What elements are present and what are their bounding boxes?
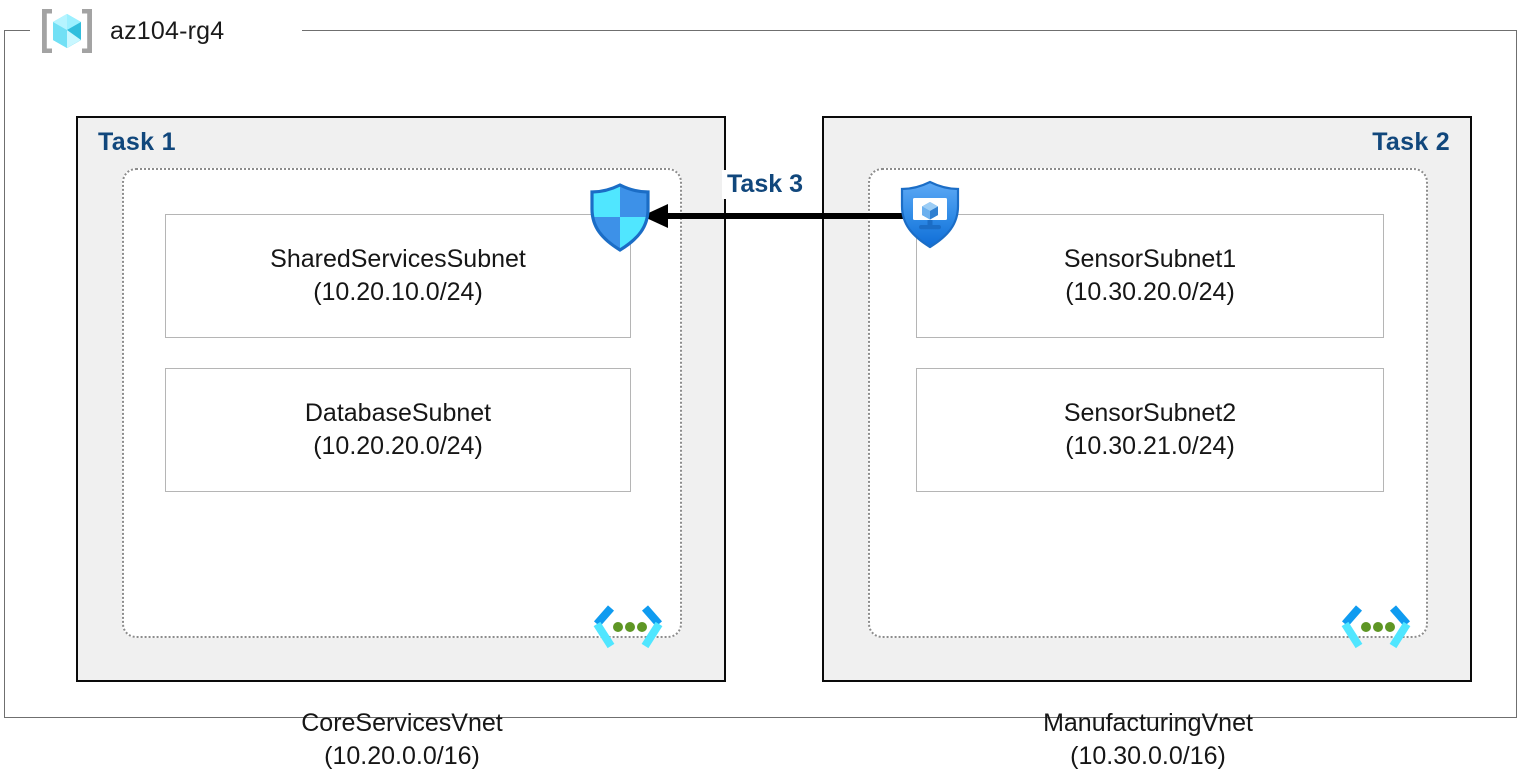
subnet-shared-services: SharedServicesSubnet (10.20.10.0/24) bbox=[165, 214, 631, 338]
resource-group-header: az104-rg4 bbox=[38, 4, 224, 58]
subnet-sensor-1: SensorSubnet1 (10.30.20.0/24) bbox=[916, 214, 1384, 338]
diagram-canvas: az104-rg4 Task 1 CoreServicesVnet (10.20… bbox=[4, 4, 1517, 771]
task-label-3: Task 3 bbox=[722, 170, 808, 199]
resource-group-frame bbox=[4, 30, 1517, 718]
task-label-2: Task 2 bbox=[1372, 128, 1450, 156]
vnet-caption-manufacturing: ManufacturingVnet (10.30.0.0/16) bbox=[870, 707, 1426, 774]
task-label-1: Task 1 bbox=[98, 128, 176, 156]
vnet-cidr-core-services: (10.20.0.0/16) bbox=[324, 742, 480, 771]
vnet-name-core-services: CoreServicesVnet bbox=[301, 709, 503, 737]
subnet-name: SharedServicesSubnet bbox=[270, 244, 526, 273]
virtual-network-icon bbox=[1340, 602, 1412, 652]
defender-shield-icon bbox=[894, 178, 966, 250]
vnet-cidr-manufacturing: (10.30.0.0/16) bbox=[1070, 742, 1226, 771]
subnet-cidr: (10.20.10.0/24) bbox=[313, 278, 483, 306]
subnet-sensor-2: SensorSubnet2 (10.30.21.0/24) bbox=[916, 368, 1384, 492]
virtual-network-icon bbox=[592, 602, 664, 652]
resource-group-cube-icon bbox=[38, 6, 96, 56]
vnet-name-manufacturing: ManufacturingVnet bbox=[1043, 709, 1253, 737]
peering-arrow bbox=[640, 196, 912, 236]
resource-group-name: az104-rg4 bbox=[110, 16, 225, 45]
vnet-caption-core-services: CoreServicesVnet (10.20.0.0/16) bbox=[124, 707, 680, 774]
subnet-cidr: (10.30.21.0/24) bbox=[1065, 432, 1235, 460]
subnet-cidr: (10.30.20.0/24) bbox=[1065, 278, 1235, 306]
subnet-name: SensorSubnet2 bbox=[1063, 398, 1237, 427]
network-security-group-shield-icon bbox=[584, 181, 656, 253]
subnet-database: DatabaseSubnet (10.20.20.0/24) bbox=[165, 368, 631, 492]
subnet-name: SensorSubnet1 bbox=[1063, 244, 1237, 273]
subnet-cidr: (10.20.20.0/24) bbox=[313, 432, 483, 460]
subnet-name: DatabaseSubnet bbox=[304, 398, 492, 427]
